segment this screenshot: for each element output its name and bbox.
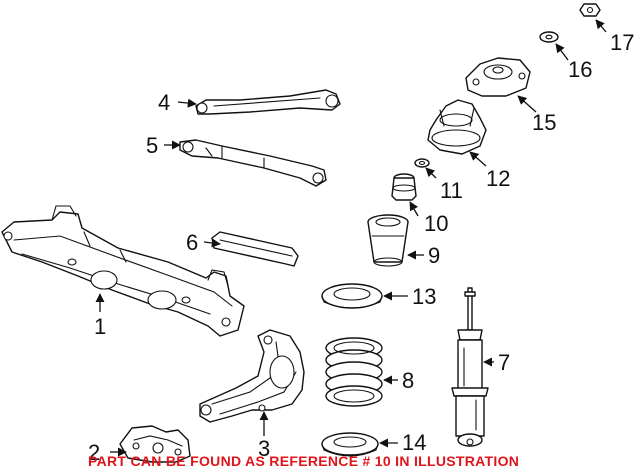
part-7-shock-absorber[interactable] [451, 287, 489, 447]
part-3-trailing-arm[interactable] [199, 329, 305, 423]
part-12-spring-seat[interactable] [427, 99, 487, 155]
part-11-washer[interactable] [414, 158, 430, 168]
callout-16: 16 [568, 57, 592, 82]
part-9-sleeve[interactable] [367, 214, 409, 267]
callout-2: 2 [88, 440, 100, 465]
part-14-lower-isolator[interactable] [321, 432, 379, 457]
part-4-control-arm[interactable] [195, 89, 341, 115]
leader-lines [95, 19, 607, 457]
callout-numbers: 1 2 3 4 5 6 7 8 9 10 11 12 13 14 15 16 1… [88, 30, 634, 465]
callout-1: 1 [94, 314, 106, 339]
callout-5: 5 [146, 133, 158, 158]
reference-notice: PART CAN BE FOUND AS REFERENCE # 10 IN I… [88, 453, 520, 469]
callout-6: 6 [186, 230, 198, 255]
callout-8: 8 [402, 368, 414, 393]
part-2-bracket[interactable] [119, 425, 191, 463]
callout-3: 3 [258, 436, 270, 461]
part-6-plate[interactable] [211, 231, 299, 267]
callout-17: 17 [610, 30, 634, 55]
callout-12: 12 [486, 166, 510, 191]
part-15-strut-mount[interactable] [465, 57, 531, 97]
part-16-washer[interactable] [539, 31, 559, 43]
callout-11: 11 [440, 178, 463, 203]
part-17-nut[interactable] [579, 3, 601, 17]
callout-7: 7 [498, 350, 510, 375]
callout-14: 14 [402, 430, 426, 455]
callout-10: 10 [424, 211, 448, 236]
callout-15: 15 [532, 110, 556, 135]
callout-4: 4 [158, 90, 170, 115]
part-5-lateral-link[interactable] [179, 139, 327, 187]
part-10-bump-stop[interactable] [391, 173, 417, 201]
part-8-coil-spring[interactable] [325, 337, 383, 407]
part-1-subframe[interactable] [1, 205, 245, 337]
part-13-isolator[interactable] [321, 283, 383, 309]
callout-9: 9 [428, 243, 440, 268]
callout-13: 13 [412, 284, 436, 309]
